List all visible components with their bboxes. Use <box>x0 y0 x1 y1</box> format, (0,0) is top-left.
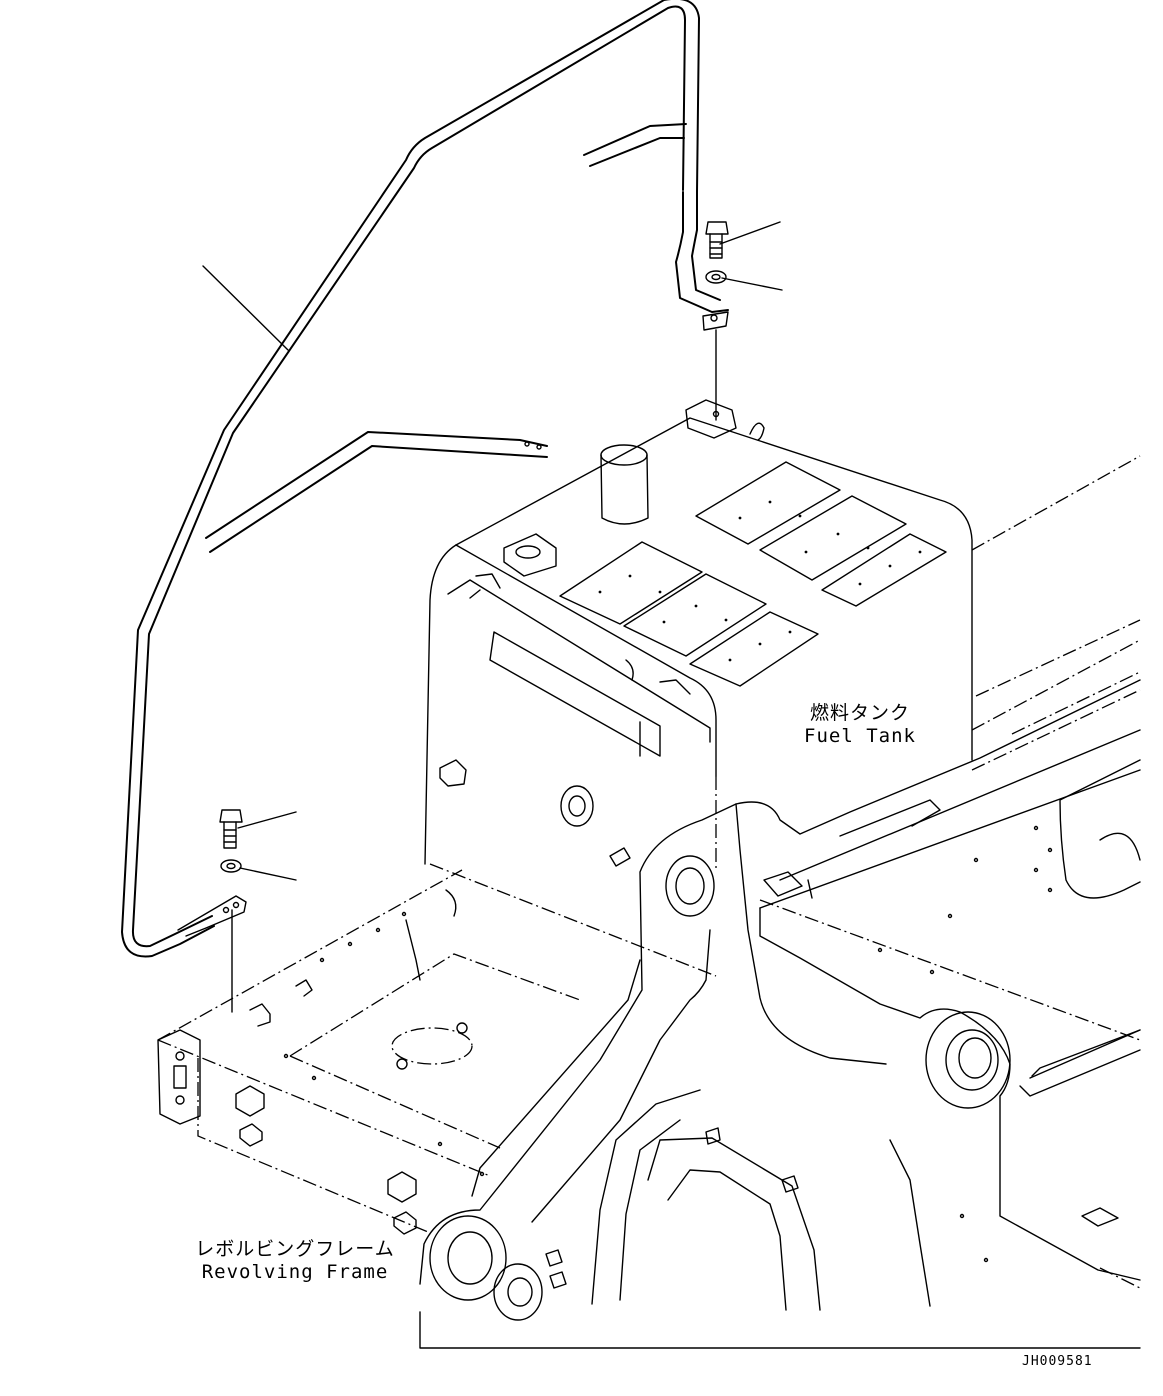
boom-mount-structure <box>419 679 1141 1349</box>
plate-rivets <box>598 500 922 662</box>
handrail-tube <box>121 0 729 958</box>
revolving-frame-label-en: Revolving Frame <box>201 1261 389 1283</box>
revolving-frame <box>157 455 1141 1289</box>
frame-studs <box>283 825 1053 1263</box>
revolving-frame-label-ja: レボルビングフレーム <box>195 1238 395 1260</box>
fuel-tank-label: 燃料タンク Fuel Tank <box>790 702 930 748</box>
fuel-tank <box>424 399 973 865</box>
bolt-upper <box>705 221 729 259</box>
fuel-tank-label-en: Fuel Tank <box>804 725 916 747</box>
drawing-code: JH009581 <box>1022 1354 1093 1369</box>
washer-upper <box>705 270 727 284</box>
bolt-lower <box>219 809 243 849</box>
revolving-frame-label: レボルビングフレーム Revolving Frame <box>190 1238 400 1284</box>
leader-lines <box>202 221 783 1013</box>
washer-lower <box>220 859 242 873</box>
fuel-tank-label-ja: 燃料タンク <box>809 702 910 724</box>
